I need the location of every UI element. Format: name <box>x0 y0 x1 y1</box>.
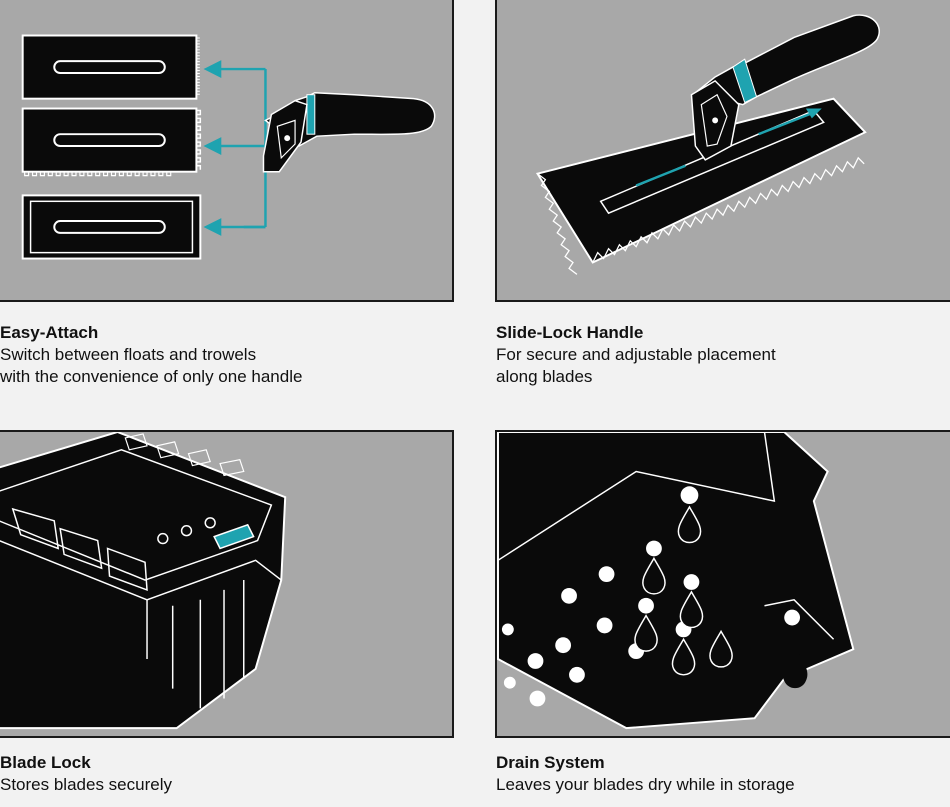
trowel-blade-notched <box>21 107 202 177</box>
feature-blade-lock: Blade Lock Stores blades securely <box>0 752 172 796</box>
float-blade-beveled <box>21 194 202 260</box>
feature-drain-system: Drain System Leaves your blades dry whil… <box>496 752 795 796</box>
attach-arrows-icon <box>203 60 267 236</box>
feature-description-line: Leaves your blades dry while in storage <box>496 775 795 794</box>
trowel-handle-icon <box>535 14 880 275</box>
slide-lock-illustration <box>495 0 950 302</box>
drain-holes-icon <box>497 432 855 730</box>
easy-attach-illustration <box>0 0 454 302</box>
drain-hole-dots <box>501 486 801 707</box>
feature-description-line: Switch between floats and trowels <box>0 345 257 364</box>
falling-drop-icon <box>782 649 808 689</box>
notched-trowel-blade <box>535 97 867 275</box>
feature-title: Easy-Attach <box>0 323 99 342</box>
feature-description-line: For secure and adjustable placement <box>496 345 776 364</box>
storage-box-icon <box>0 432 287 730</box>
handle-icon <box>262 91 436 173</box>
blade-lock-illustration <box>0 430 454 738</box>
water-drops-icon <box>634 505 733 676</box>
float-blade-flat <box>21 34 200 100</box>
feature-title: Blade Lock <box>0 753 91 772</box>
feature-title: Drain System <box>496 753 605 772</box>
blade-swap-icon <box>21 34 436 260</box>
blade-lock-latch-icon <box>213 523 255 550</box>
handle-icon <box>690 14 880 161</box>
feature-title: Slide-Lock Handle <box>496 323 644 342</box>
feature-easy-attach: Easy-Attach Switch between floats and tr… <box>0 322 302 388</box>
drain-system-illustration <box>495 430 950 738</box>
feature-slide-lock-handle: Slide-Lock Handle For secure and adjusta… <box>496 322 776 388</box>
feature-description-line: along blades <box>496 367 593 386</box>
feature-description-line: with the convenience of only one handle <box>0 367 303 386</box>
feature-description-line: Stores blades securely <box>0 775 172 794</box>
